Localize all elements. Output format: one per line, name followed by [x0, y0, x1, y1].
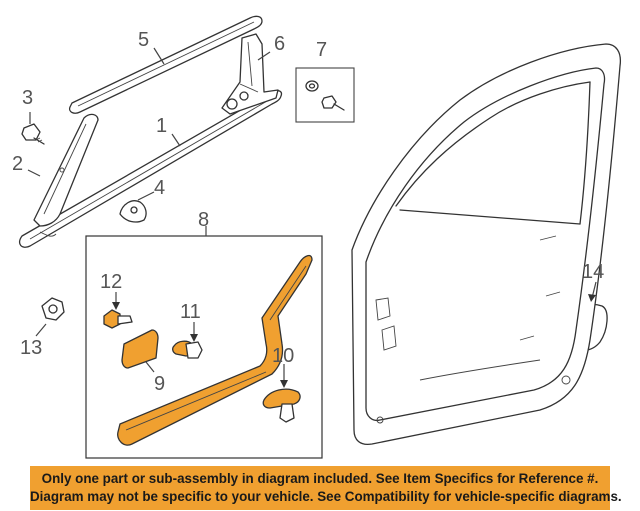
callout-1: 1: [156, 115, 167, 137]
part-2-pillar-applique[interactable]: [33, 113, 99, 227]
callout-10: 10: [272, 345, 294, 367]
part-8-group-box: [85, 235, 323, 459]
part-13-nut[interactable]: [41, 297, 65, 321]
rear-door-shell: [351, 43, 622, 446]
part-3-screw[interactable]: [21, 123, 45, 145]
callout-8: 8: [198, 209, 209, 231]
callout-6: 6: [274, 33, 285, 55]
callout-3: 3: [22, 87, 33, 109]
callout-11: 11: [180, 301, 201, 323]
callout-12: 12: [100, 271, 122, 293]
part-9-pad[interactable]: [121, 329, 159, 369]
callout-14: 14: [582, 261, 604, 283]
part-12-screw[interactable]: [103, 309, 133, 329]
part-5-upper-molding[interactable]: [68, 15, 263, 114]
part-10-clip[interactable]: [262, 388, 301, 423]
callout-13: 13: [20, 337, 42, 359]
notice-line-1: Only one part or sub-assembly in diagram…: [41, 471, 599, 486]
notice-banner: Only one part or sub-assembly in diagram…: [30, 466, 622, 510]
notice-line-2: Diagram may not be specific to your vehi…: [30, 489, 622, 504]
part-11-clip[interactable]: [172, 340, 203, 359]
part-4-clip[interactable]: [119, 200, 147, 223]
callout-7: 7: [316, 39, 327, 61]
parts-diagram: 5 1 3 2 4 6 7 8 12 11 9 10 13 14: [12, 15, 622, 459]
part-7-bolt-box[interactable]: [295, 67, 355, 123]
leader-arrowheads: [112, 294, 596, 388]
part-8-door-molding[interactable]: [117, 254, 313, 446]
part-6-corner-bracket[interactable]: [221, 33, 279, 115]
part-1-belt-molding[interactable]: [18, 89, 283, 248]
callout-9: 9: [154, 373, 165, 395]
callout-5: 5: [138, 29, 149, 51]
callout-4: 4: [154, 177, 165, 199]
callout-2: 2: [12, 153, 23, 175]
